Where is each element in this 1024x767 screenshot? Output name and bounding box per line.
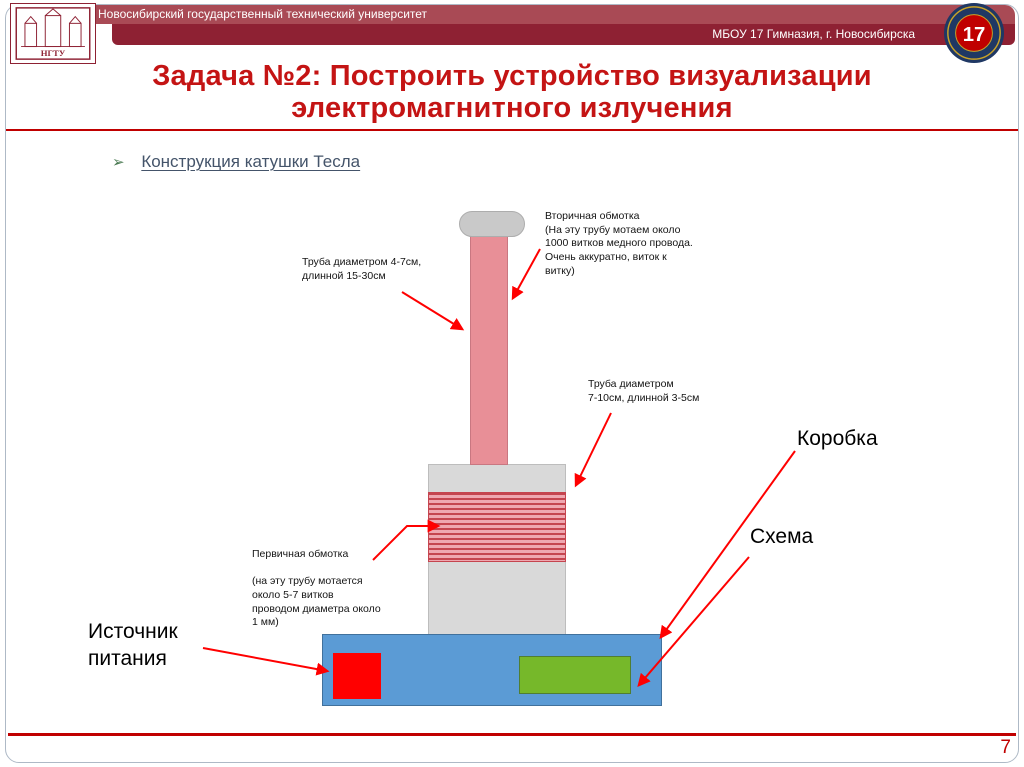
schema-board-shape [519,656,631,694]
university-name: Новосибирский государственный технически… [98,7,428,21]
title-divider [6,129,1018,131]
bullet-item: ➢ Конструкция катушки Тесла [112,152,360,172]
slide-frame [5,4,1019,763]
ngtu-logo: НГТУ [10,3,96,64]
secondary-tube-shape [470,236,508,465]
gymnasium-17-badge: 17 [943,2,1005,64]
footer-divider [8,733,1016,736]
power-source-label: Источник питания [88,620,178,670]
slide-title: Задача №2: Построить устройство визуализ… [40,60,984,124]
secondary-winding-label: Вторичная обмотка (На эту трубу мотаем о… [545,210,693,277]
tube-primary-label: Труба диаметром 7-10см, длинной 3-5см [588,378,700,404]
bullet-arrow-icon: ➢ [112,154,125,171]
school-name: МБОУ 17 Гимназия, г. Новосибирска [712,27,915,41]
university-header-bar: Новосибирский государственный технически… [86,5,1015,24]
badge-number: 17 [963,24,986,46]
tube-secondary-label: Труба диаметром 4-7см, длинной 15-30см [302,256,422,282]
box-label: Коробка [797,427,878,450]
page-number: 7 [1000,737,1011,758]
logo-caption: НГТУ [41,48,66,58]
primary-winding-shape [428,492,566,562]
slide-title-line2: электромагнитного излучения [291,92,733,124]
schema-label: Схема [750,525,814,548]
primary-winding-label: Первичная обмотка (на эту трубу мотается… [252,548,381,629]
bullet-text: Конструкция катушки Тесла [141,152,361,171]
slide-title-line1: Задача №2: Построить устройство визуализ… [152,60,872,92]
school-header-bar: МБОУ 17 Гимназия, г. Новосибирска [112,24,1015,45]
gymnasium-badge-icon: 17 [943,2,1005,64]
ngtu-emblem-icon: НГТУ [15,7,91,60]
toroid-top-shape [459,211,525,237]
power-source-shape [333,653,381,699]
